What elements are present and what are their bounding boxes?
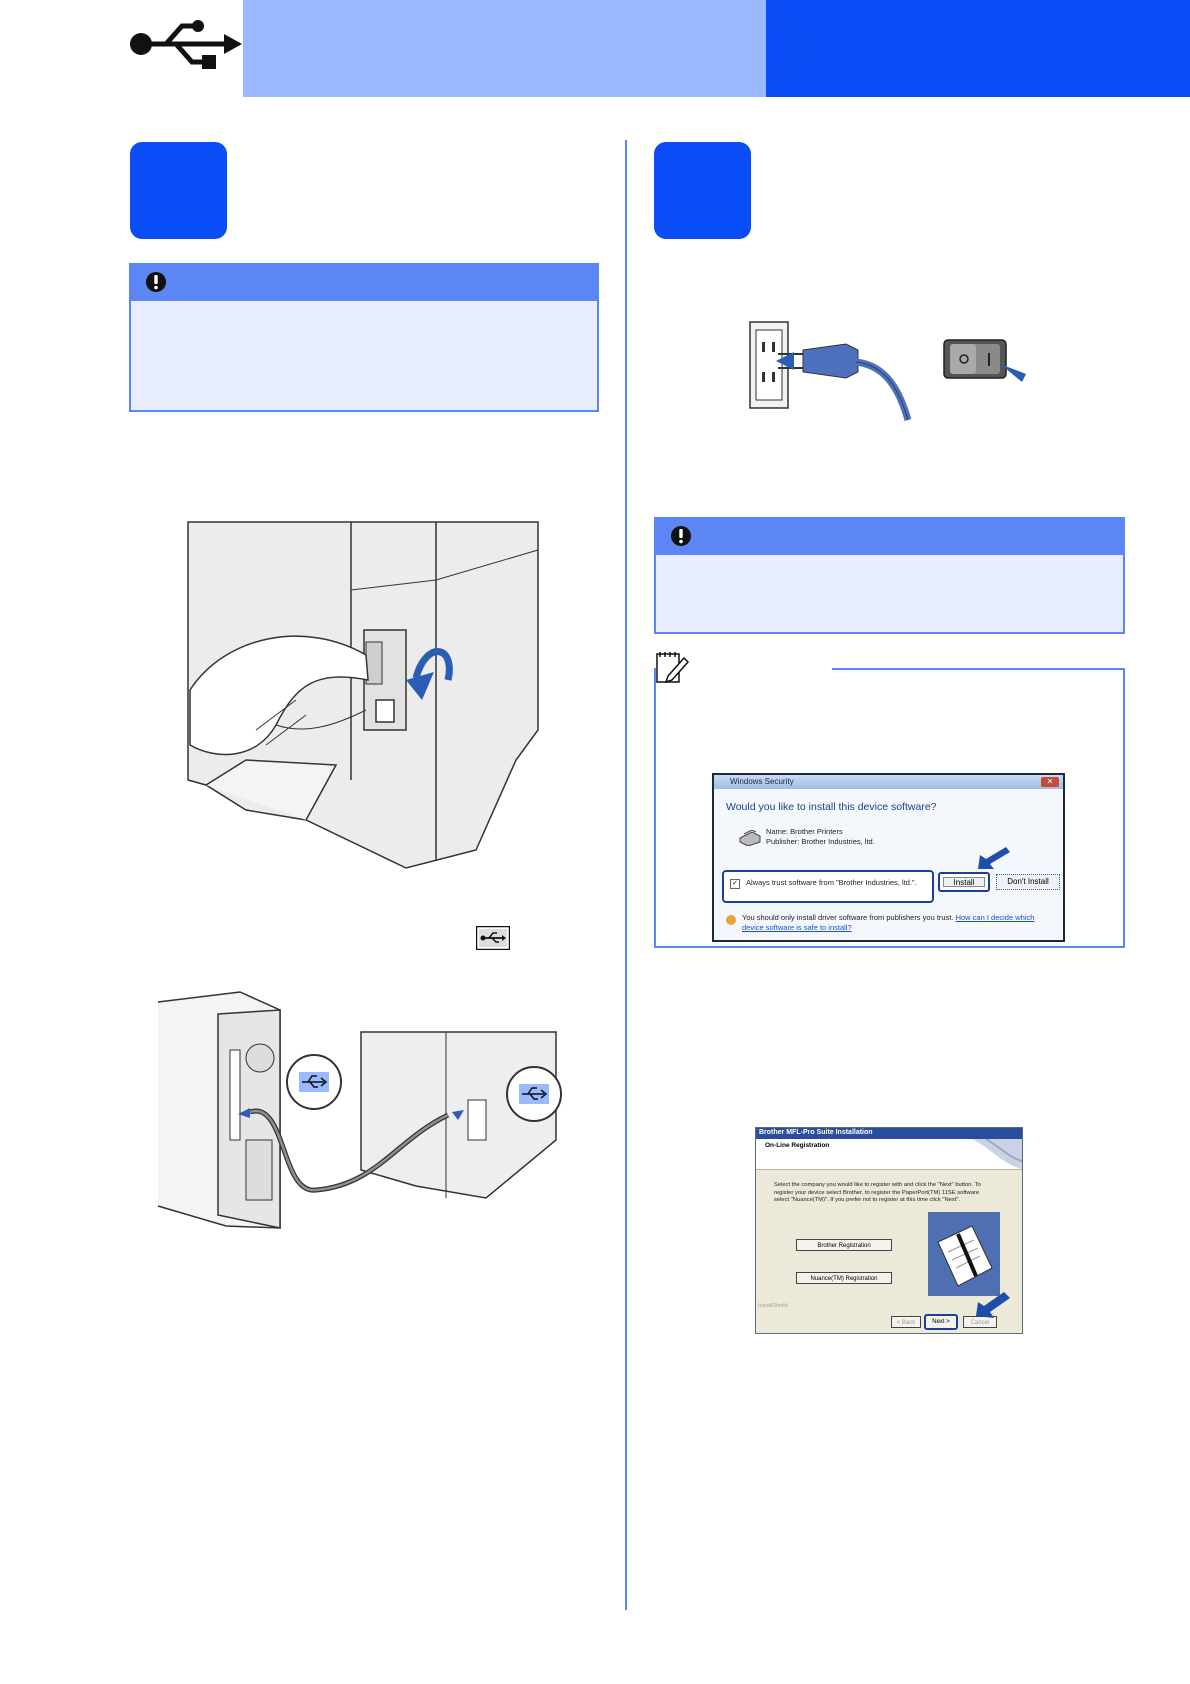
printer-icon xyxy=(739,830,761,846)
dialog-title: Brother MFL-Pro Suite Installation xyxy=(759,1129,873,1136)
important-box-right xyxy=(654,517,1125,634)
registration-document-pen-icon xyxy=(928,1212,1000,1296)
decorative-swoosh-icon xyxy=(972,1139,1022,1169)
dont-install-button[interactable]: Don't Install xyxy=(996,874,1060,890)
important-header-bar xyxy=(656,519,1123,555)
column-divider xyxy=(625,140,627,1610)
cancel-button[interactable]: Cancel xyxy=(963,1316,997,1328)
device-publisher: Publisher: Brother Industries, ltd. xyxy=(766,837,875,846)
dialog-titlebar: Brother MFL-Pro Suite Installation xyxy=(756,1128,1022,1139)
close-icon[interactable]: ✕ xyxy=(1041,777,1059,787)
trust-option-box: ✓ Always trust software from "Brother In… xyxy=(722,870,934,903)
install-button[interactable]: Install xyxy=(938,872,990,892)
note-box xyxy=(654,668,1125,948)
pointer-arrow-icon xyxy=(978,847,1010,869)
device-name: Name: Brother Printers xyxy=(766,827,843,836)
exclamation-icon xyxy=(671,526,691,546)
step-number-box-right xyxy=(654,142,751,239)
section-title: On-Line Registration xyxy=(765,1142,830,1149)
usb-port-symbol-icon xyxy=(476,926,510,950)
header-arrow-shape xyxy=(766,0,1190,97)
warning-shield-icon xyxy=(726,915,736,925)
back-button[interactable]: < Back xyxy=(891,1316,921,1328)
note-pad-icon xyxy=(656,652,690,684)
nuance-registration-button[interactable]: Nuance(TM) Registration xyxy=(796,1272,892,1284)
brother-registration-button[interactable]: Brother Registration xyxy=(796,1239,892,1251)
warning-text: You should only install driver software … xyxy=(742,913,1057,933)
next-button[interactable]: Next > xyxy=(924,1314,958,1330)
usb-cable-connection-illustration xyxy=(157,991,562,1229)
trust-label: Always trust software from "Brother Indu… xyxy=(746,878,917,887)
warning-message: You should only install driver software … xyxy=(742,913,954,922)
step-number-box-left xyxy=(130,142,227,239)
install-button-label: Install xyxy=(943,877,985,887)
exclamation-icon xyxy=(146,272,166,292)
printer-rear-illustration xyxy=(187,521,539,869)
instruction-text: Select the company you would like to reg… xyxy=(774,1182,981,1203)
usb-icon xyxy=(130,20,242,69)
mfl-pro-installation-dialog: Brother MFL-Pro Suite Installation On-Li… xyxy=(755,1127,1023,1334)
important-header-bar xyxy=(131,265,597,301)
install-question: Would you like to install this device so… xyxy=(726,801,937,813)
trust-checkbox[interactable]: ✓ xyxy=(730,879,740,889)
important-box-left xyxy=(129,263,599,412)
pointer-arrow-icon xyxy=(976,1292,1010,1318)
help-link[interactable]: How can I decide which device software i… xyxy=(742,913,1035,932)
power-switch-illustration xyxy=(943,339,1026,382)
windows-security-dialog: Windows Security ✕ Would you like to ins… xyxy=(712,773,1065,942)
note-top-line xyxy=(832,668,1125,670)
installshield-label: InstallShield xyxy=(758,1303,788,1309)
dialog-title: Windows Security xyxy=(730,777,794,786)
dialog-header: On-Line Registration xyxy=(756,1139,1022,1170)
power-outlet-illustration xyxy=(749,321,912,421)
dialog-titlebar: Windows Security ✕ xyxy=(714,775,1063,789)
